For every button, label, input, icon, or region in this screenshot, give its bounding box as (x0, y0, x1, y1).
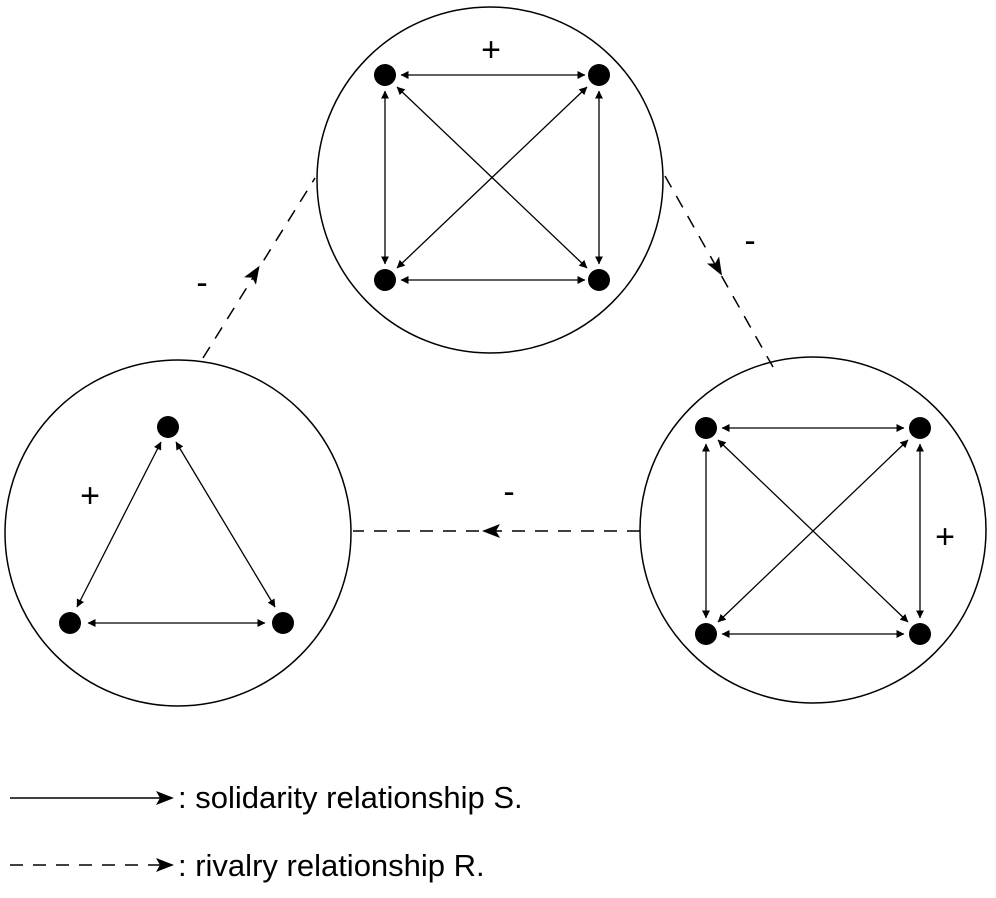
rivalry-arrowhead-top-right (706, 256, 722, 276)
rivalry-arrowhead-right-left (482, 524, 500, 538)
solidarity-edge (175, 441, 276, 608)
rivalry-edge-left-top (202, 177, 316, 359)
member-node (374, 64, 396, 86)
group-top-members (374, 64, 610, 291)
rivalry-arrowheads (244, 256, 722, 538)
rivalry-sign-left-top: - (196, 264, 207, 302)
member-node (374, 269, 396, 291)
group-right-edges (702, 424, 924, 638)
group-right-circle (639, 356, 987, 704)
group-left-sign: + (80, 477, 100, 515)
rivalry-sign-right-left: - (503, 473, 514, 511)
group-left-edges (76, 441, 276, 627)
group-top-edges (381, 71, 603, 284)
group-left-members (59, 416, 294, 634)
legend-rivalry-label: : rivalry relationship R. (178, 848, 485, 883)
group-top-circle (316, 6, 664, 354)
solidarity-edge (717, 439, 909, 623)
member-node (695, 623, 717, 645)
group-right-members (695, 417, 931, 645)
legend-rivalry-arrowhead (156, 858, 174, 872)
member-node (695, 417, 717, 439)
group-right-sign: + (935, 518, 955, 556)
member-node (909, 623, 931, 645)
member-node (588, 64, 610, 86)
solidarity-edge (396, 86, 588, 269)
rivalry-sign-top-right: - (744, 222, 755, 260)
group-top-sign: + (481, 31, 501, 69)
member-node (909, 417, 931, 439)
solidarity-edge (76, 441, 162, 608)
legend-solidarity-label: : solidarity relationship S. (178, 780, 523, 815)
rivalry-arrowhead-left-top (244, 265, 260, 285)
group-left-circle (4, 359, 352, 707)
legend-solidarity-arrowhead (156, 791, 174, 805)
member-node (59, 612, 81, 634)
member-node (588, 269, 610, 291)
rivalry-edges (202, 175, 774, 532)
member-node (272, 612, 294, 634)
legend: : solidarity relationship S. : rivalry r… (10, 780, 523, 883)
member-node (157, 416, 179, 438)
